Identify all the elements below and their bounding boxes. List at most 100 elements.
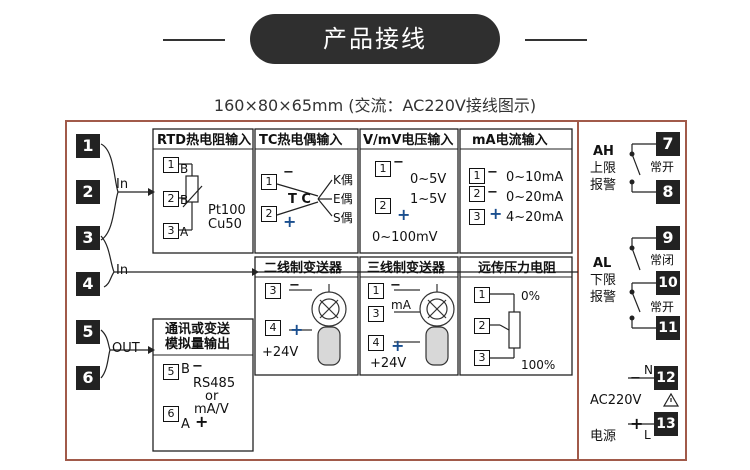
- comm-rs485: RS485: [193, 376, 236, 391]
- three-wire-title: 三线制变送器: [367, 261, 446, 276]
- terminal-7: 7: [656, 132, 680, 156]
- tc-pin-2: 2: [261, 206, 277, 222]
- comm-pin-5: 5: [163, 364, 179, 380]
- voltage-sign-plus: +: [397, 205, 411, 224]
- terminal-13: 13: [654, 412, 678, 436]
- three-wire-sign-ma: mA: [391, 298, 411, 312]
- current-range-0-20ma: 0~20mA: [506, 190, 564, 205]
- power-l-label: L: [644, 428, 651, 442]
- voltage-title: V/mV电压输入: [363, 133, 454, 148]
- comm-title-2: 模拟量输出: [165, 337, 231, 352]
- comm-letter-a: A: [181, 417, 190, 432]
- current-sign-2: −: [487, 185, 498, 200]
- voltage-range-0-5v: 0~5V: [410, 172, 447, 187]
- al-alarm: 报警: [590, 290, 617, 305]
- rtd-model-pt100: Pt100: [208, 203, 246, 218]
- current-range-4-20ma: 4~20mA: [506, 210, 564, 225]
- two-wire-section: [254, 256, 359, 376]
- ah-normally-open: 常开: [650, 160, 675, 174]
- ah-upper-limit: 上限: [590, 161, 617, 176]
- remote-pct-low: 0%: [521, 289, 541, 303]
- power-label: 电源: [590, 429, 617, 444]
- warning-icon: [662, 392, 680, 407]
- three-wire-sign-minus: −: [390, 278, 401, 293]
- title-rule-left: [163, 39, 225, 41]
- remote-pct-high: 100%: [521, 358, 556, 372]
- tc-pin-1: 1: [261, 174, 277, 190]
- current-pin-1: 1: [469, 168, 485, 184]
- comm-pin-6: 6: [163, 406, 179, 422]
- ah-label: AH: [593, 144, 614, 159]
- current-range-0-10ma: 0~10mA: [506, 170, 564, 185]
- al-label: AL: [593, 256, 612, 271]
- comm-ma-v: mA/V: [194, 402, 229, 417]
- terminal-9: 9: [656, 226, 680, 250]
- remote-section: [459, 256, 573, 376]
- terminal-2: 2: [76, 180, 100, 204]
- two-wire-sign-minus: −: [289, 278, 300, 293]
- power-n-label: N: [644, 363, 653, 377]
- comm-or: or: [205, 389, 219, 404]
- voltage-range-1-5v: 1~5V: [410, 192, 447, 207]
- three-wire-pin-4: 4: [368, 335, 384, 351]
- al-lower-limit: 下限: [590, 273, 617, 288]
- terminal-5: 5: [76, 320, 100, 344]
- power-plus-sign: +: [630, 414, 644, 433]
- comm-sign-minus: −: [192, 359, 203, 374]
- terminal-12: 12: [654, 366, 678, 390]
- voltage-section: [359, 128, 459, 254]
- comm-section: [152, 318, 254, 452]
- label-in-bottom: In: [116, 263, 129, 278]
- tc-title: TC热电偶输入: [259, 133, 343, 148]
- two-wire-title: 二线制变送器: [264, 261, 343, 276]
- two-wire-pin-4: 4: [265, 320, 281, 336]
- page-title: 产品接线: [250, 14, 500, 64]
- terminal-11: 11: [656, 316, 680, 340]
- rtd-letter-b1: B: [180, 162, 189, 176]
- title-rule-right: [525, 39, 587, 41]
- current-pin-2: 2: [469, 186, 485, 202]
- three-wire-section: [359, 256, 459, 376]
- label-out: OUT: [112, 341, 140, 356]
- current-section: [459, 128, 573, 254]
- rtd-pin-3: 3: [163, 223, 179, 239]
- rtd-letter-b2: B: [180, 193, 189, 207]
- terminal-4: 4: [76, 272, 100, 296]
- current-pin-3: 3: [469, 209, 485, 225]
- three-wire-supply: +24V: [370, 356, 407, 371]
- rtd-letter-a: A: [180, 225, 189, 239]
- main-frame: [65, 120, 579, 461]
- voltage-pin-1: 1: [375, 161, 391, 177]
- terminal-1: 1: [76, 134, 100, 158]
- rtd-pin-2: 2: [163, 191, 179, 207]
- al-normally-closed: 常闭: [650, 253, 675, 267]
- tc-type-e: E偶: [333, 192, 353, 206]
- remote-pin-3: 3: [474, 350, 490, 366]
- current-sign-3: +: [489, 204, 503, 223]
- terminal-8: 8: [656, 180, 680, 204]
- rtd-title: RTD热电阻输入: [157, 133, 252, 148]
- ah-alarm: 报警: [590, 178, 617, 193]
- remote-pin-2: 2: [474, 318, 490, 334]
- terminal-6: 6: [76, 366, 100, 390]
- tc-sign-plus: +: [283, 212, 297, 231]
- tc-type-k: K偶: [333, 173, 353, 187]
- rtd-pin-1: 1: [163, 157, 179, 173]
- current-sign-1: −: [487, 165, 498, 180]
- two-wire-sign-plus: +: [290, 320, 304, 339]
- tc-type-s: S偶: [333, 211, 353, 225]
- terminal-10: 10: [656, 271, 680, 295]
- al-normally-open: 常开: [650, 300, 675, 314]
- power-voltage: AC220V: [590, 393, 642, 408]
- tc-sign-minus: −: [283, 165, 294, 180]
- power-minus-sign: −: [630, 371, 641, 386]
- remote-pin-1: 1: [474, 287, 490, 303]
- rtd-model-cu50: Cu50: [208, 217, 242, 232]
- page-subtitle: 160×80×65mm (交流：AC220V接线图示): [213, 96, 537, 115]
- three-wire-sign-plus: +: [391, 336, 405, 355]
- two-wire-supply: +24V: [262, 345, 299, 360]
- three-wire-pin-3: 3: [368, 306, 384, 322]
- current-title: mA电流输入: [472, 133, 548, 148]
- tc-center-label: T C: [288, 192, 311, 207]
